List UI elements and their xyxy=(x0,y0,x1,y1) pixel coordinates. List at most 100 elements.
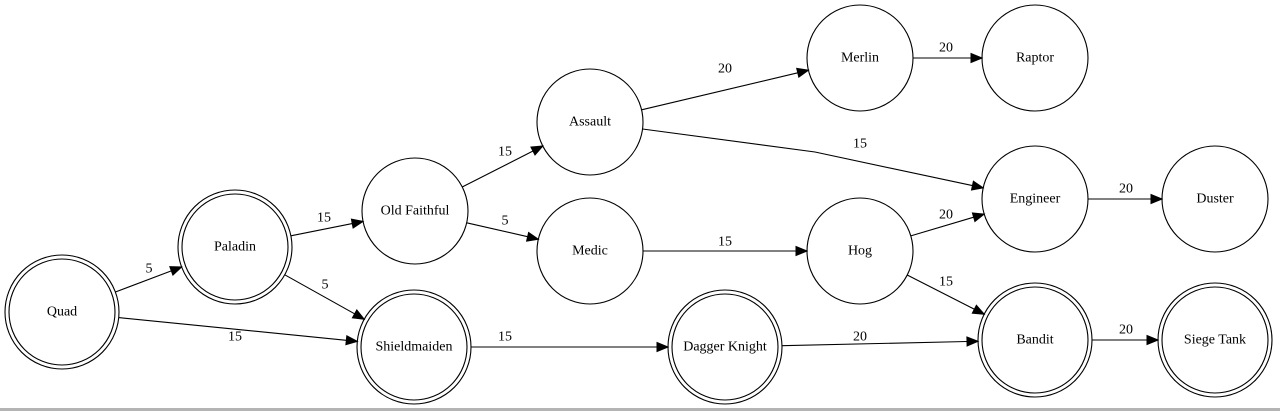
arrowhead-icon xyxy=(971,212,986,223)
node-inner-ring xyxy=(1161,286,1269,394)
node-inner-ring xyxy=(181,193,289,301)
node-outer-ring xyxy=(1157,282,1273,398)
node-inner-ring xyxy=(981,286,1089,394)
node-outer-ring xyxy=(977,282,1093,398)
edge-weight-label: 20 xyxy=(939,41,953,56)
node-inner-ring xyxy=(360,293,468,401)
edge-weight-label: 5 xyxy=(322,278,329,293)
arrowhead-icon xyxy=(351,309,366,320)
arrowhead-icon xyxy=(1146,334,1160,346)
edge-weight-label: 20 xyxy=(1119,182,1133,197)
edge-bandit-to-siege-tank: 20 xyxy=(1092,323,1160,346)
node-label: Dagger Knight xyxy=(683,340,767,355)
node-inner-ring xyxy=(671,293,779,401)
edge-assault-to-engineer: 15 xyxy=(642,128,985,191)
node-raptor[interactable]: Raptor xyxy=(981,4,1089,112)
arrowhead-icon xyxy=(656,341,670,353)
node-shieldmaiden[interactable]: Shieldmaiden xyxy=(356,289,472,405)
node-label: Siege Tank xyxy=(1184,333,1246,348)
edge-weight-label: 15 xyxy=(853,137,867,152)
edge-medic-to-hog: 15 xyxy=(643,235,809,257)
node-label: Merlin xyxy=(841,51,879,66)
node-inner-ring xyxy=(8,258,116,366)
node-label: Bandit xyxy=(1016,333,1053,348)
edge-paladin-to-old-faithful: 15 xyxy=(290,211,365,237)
arrowhead-icon xyxy=(345,335,359,346)
arrowhead-icon xyxy=(525,231,540,242)
edge-line xyxy=(284,274,355,315)
node-duster[interactable]: Duster xyxy=(1161,145,1269,253)
node-label: Old Faithful xyxy=(381,204,450,219)
node-outer-ring xyxy=(536,197,644,305)
node-siege-tank[interactable]: Siege Tank xyxy=(1157,282,1273,398)
edge-assault-to-merlin: 20 xyxy=(641,62,810,111)
edge-weight-label: 15 xyxy=(228,330,242,345)
node-engineer[interactable]: Engineer xyxy=(981,145,1089,253)
node-outer-ring xyxy=(981,4,1089,112)
edge-line xyxy=(642,128,973,187)
arrowhead-icon xyxy=(966,336,980,347)
node-outer-ring xyxy=(981,145,1089,253)
edge-weight-label: 15 xyxy=(718,235,732,250)
edge-weight-label: 15 xyxy=(498,330,512,345)
arrowhead-icon xyxy=(970,180,985,191)
node-medic[interactable]: Medic xyxy=(536,197,644,305)
edge-line xyxy=(118,317,347,341)
node-outer-ring xyxy=(667,289,783,405)
node-outer-ring xyxy=(4,254,120,370)
edge-quad-to-paladin: 5 xyxy=(115,262,183,293)
arrowhead-icon xyxy=(795,245,809,257)
edge-weight-label: 20 xyxy=(853,330,867,345)
node-label: Hog xyxy=(848,244,872,259)
edge-quad-to-shieldmaiden: 15 xyxy=(118,317,359,346)
edge-weight-label: 20 xyxy=(718,62,732,77)
edge-hog-to-bandit: 15 xyxy=(906,274,986,315)
edge-line xyxy=(906,274,975,310)
arrowhead-icon xyxy=(970,52,984,64)
node-dagger-knight[interactable]: Dagger Knight xyxy=(667,289,783,405)
edge-engineer-to-duster: 20 xyxy=(1088,182,1164,205)
edges-layer: 5 15 15 5 15 5 20 15 20 15 20 15 20 15 20 20 xyxy=(115,41,1164,353)
edge-line xyxy=(290,223,353,237)
node-outer-ring xyxy=(806,4,914,112)
node-outer-ring xyxy=(1161,145,1269,253)
node-outer-ring xyxy=(806,197,914,305)
edge-merlin-to-raptor: 20 xyxy=(913,41,984,64)
node-old-faithful[interactable]: Old Faithful xyxy=(361,157,469,265)
node-bandit[interactable]: Bandit xyxy=(977,282,1093,398)
node-outer-ring xyxy=(356,289,472,405)
node-label: Quad xyxy=(47,305,77,320)
edge-weight-label: 20 xyxy=(1119,323,1133,338)
node-label: Raptor xyxy=(1016,51,1054,66)
node-label: Medic xyxy=(572,244,608,259)
node-assault[interactable]: Assault xyxy=(536,68,644,176)
edge-old-faithful-to-medic: 5 xyxy=(466,214,540,242)
edge-weight-label: 5 xyxy=(502,214,509,229)
node-quad[interactable]: Quad xyxy=(4,254,120,370)
node-merlin[interactable]: Merlin xyxy=(806,4,914,112)
node-paladin[interactable]: Paladin xyxy=(177,189,293,305)
edge-dagger-knight-to-bandit: 20 xyxy=(781,330,980,347)
node-label: Shieldmaiden xyxy=(376,340,453,355)
arrowhead-icon xyxy=(796,67,810,78)
edge-weight-label: 15 xyxy=(498,145,512,160)
edge-paladin-to-shieldmaiden: 5 xyxy=(284,274,366,320)
arrowhead-icon xyxy=(350,218,365,229)
edge-line xyxy=(910,216,974,237)
edge-weight-label: 15 xyxy=(939,275,953,290)
node-label: Engineer xyxy=(1010,192,1061,207)
node-outer-ring xyxy=(177,189,293,305)
bottom-divider xyxy=(0,408,1280,411)
edge-weight-label: 5 xyxy=(146,262,153,277)
arrowhead-icon xyxy=(169,266,183,276)
arrowhead-icon xyxy=(971,304,986,315)
node-hog[interactable]: Hog xyxy=(806,197,914,305)
edge-old-faithful-to-assault: 15 xyxy=(461,145,544,188)
edge-line xyxy=(781,340,968,347)
arrowhead-icon xyxy=(530,145,544,156)
edge-weight-label: 20 xyxy=(939,208,953,223)
node-outer-ring xyxy=(361,157,469,265)
edge-line xyxy=(466,222,528,238)
node-label: Duster xyxy=(1196,192,1234,207)
